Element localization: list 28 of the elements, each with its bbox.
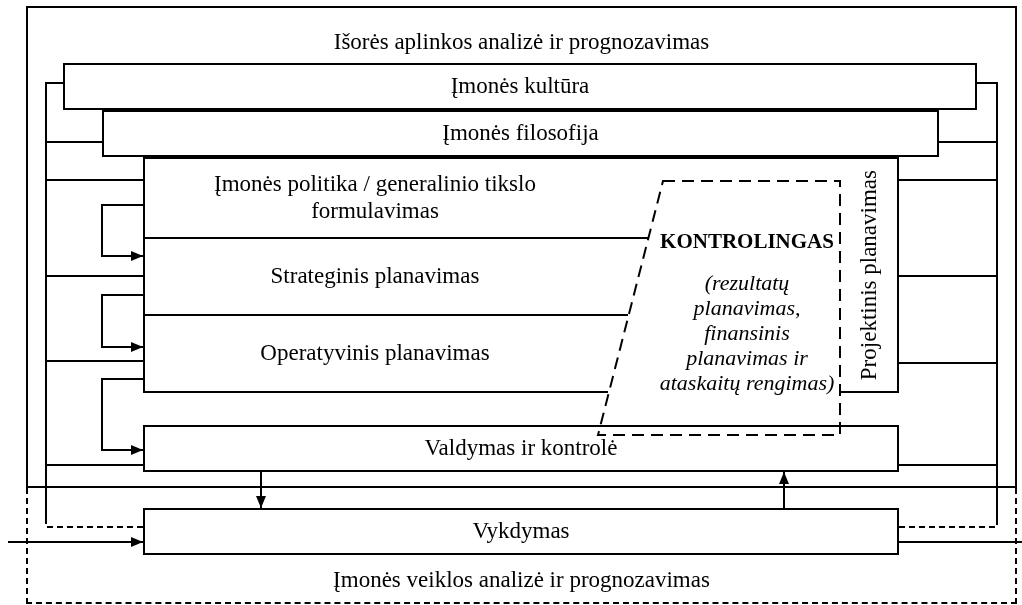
arrow [256, 471, 266, 509]
box-label: Išorės aplinkos analizė ir prognozavimas [332, 28, 711, 56]
box-label: Operatyvinis planavimas [259, 339, 491, 367]
dashed-region [26, 488, 1017, 604]
process-box [143, 508, 899, 555]
box-label: Įmonės veiklos analizė ir prognozavimas [332, 566, 711, 594]
box-label: Įmonės filosofija [441, 119, 600, 147]
box-label: KONTROLINGAS [659, 228, 835, 254]
process-box [143, 425, 899, 472]
box-label: Strateginis planavimas [269, 262, 481, 290]
connector-line [898, 464, 998, 528]
side-column [841, 157, 899, 393]
process-box [26, 6, 1017, 488]
box-label: Valdymas ir kontrolė [423, 434, 619, 462]
process-box [102, 110, 939, 157]
arrow [101, 204, 144, 261]
arrow [779, 471, 789, 509]
box-label: Vykdymas [471, 517, 571, 545]
connector-line [45, 464, 144, 528]
process-box [63, 63, 977, 110]
box-label: (rezultatų planavimas, finansinis planavimas ir ataskaitų rengimas) [658, 270, 836, 395]
arrow [101, 294, 144, 352]
connector-line [898, 541, 1022, 543]
arrow [7, 537, 144, 547]
arrow [101, 378, 144, 455]
box-label: Įmonės kultūra [449, 72, 591, 100]
box-label: Projektinis planavimas [855, 168, 882, 383]
box-label: Įmonės politika / generalinio tikslo formulavimas [213, 170, 537, 224]
